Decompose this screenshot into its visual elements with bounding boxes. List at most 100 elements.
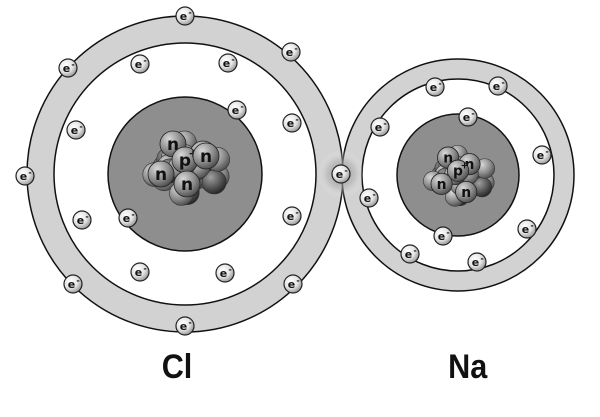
electron-ball <box>282 113 302 133</box>
electron-symbol: e <box>438 230 445 243</box>
electron-cl: e- <box>218 53 238 73</box>
electron-symbol: e <box>288 278 295 291</box>
electron-cl: e- <box>130 262 150 282</box>
electron-ball <box>467 252 487 272</box>
neutron-label: n <box>155 165 167 185</box>
electron-charge: - <box>295 115 298 124</box>
nucleon-labeled <box>147 160 175 188</box>
electron-ball <box>218 53 238 73</box>
electron-charge: - <box>383 119 386 128</box>
electron-ball <box>175 6 195 26</box>
electron-symbol: e <box>223 57 230 70</box>
electron-cl: e- <box>282 206 302 226</box>
electron-ball <box>215 263 235 283</box>
electron-charge: - <box>530 221 533 230</box>
electron-symbol: e <box>232 104 239 117</box>
electron-ball <box>15 166 35 186</box>
electron-ball <box>283 274 303 294</box>
electron-cl: e- <box>66 120 86 140</box>
electron-symbol: e <box>135 266 142 279</box>
electron-cl: e- <box>281 42 301 62</box>
electron-symbol: e <box>77 214 84 227</box>
neutron-label: n <box>200 147 212 167</box>
electron-na: e- <box>488 76 508 96</box>
nucleon-labeled <box>430 172 453 195</box>
cl-nucleus: nnp+nnn <box>142 130 231 206</box>
electron-symbol: e <box>405 248 412 261</box>
electron-cl: e- <box>15 166 35 186</box>
electron-symbol: e <box>220 267 227 280</box>
electron-charge: - <box>240 102 243 111</box>
electron-ball <box>130 262 150 282</box>
electron-na: e- <box>517 219 537 239</box>
electron-na: e- <box>532 145 552 165</box>
nucleon-labeled <box>455 180 478 204</box>
electron-na: e- <box>400 244 420 264</box>
electron-symbol: e <box>123 212 130 225</box>
electron-charge: - <box>143 264 146 273</box>
electron-symbol: e <box>336 168 343 181</box>
electron-cl: e- <box>282 113 302 133</box>
proton-charge: + <box>461 161 469 171</box>
electron-cl: e- <box>175 6 195 26</box>
electron-symbol: e <box>375 121 382 134</box>
electron-symbol: e <box>287 117 294 130</box>
electron-ball <box>458 107 478 127</box>
electron-ball <box>72 210 92 230</box>
electron-na: e- <box>359 188 379 208</box>
electron-charge: - <box>231 55 234 64</box>
electron-ball <box>370 117 390 137</box>
electron-ball <box>425 77 445 97</box>
nucleon-labeled <box>173 170 201 198</box>
electron-symbol: e <box>68 278 75 291</box>
chlorine-atom: nnp+nnn <box>26 15 344 333</box>
electron-na: e- <box>425 77 445 97</box>
electrons: e-e-e-e-e-e-e-e-e-e-e-e-e-e-e-e-e-e-e-e-… <box>15 6 552 336</box>
electron-ball <box>58 58 78 78</box>
neutron-label: n <box>181 175 193 195</box>
electron-cl: e- <box>175 316 195 336</box>
electron-symbol: e <box>522 223 529 236</box>
electron-shared: e- <box>331 164 351 184</box>
electron-ball <box>359 188 379 208</box>
electron-ball <box>227 100 247 120</box>
electron-cl: e- <box>215 263 235 283</box>
electron-ball <box>175 316 195 336</box>
neutron-label: n <box>465 157 475 173</box>
neutron-label: n <box>461 185 471 201</box>
electron-charge: - <box>413 246 416 255</box>
electron-charge: - <box>76 276 79 285</box>
electron-symbol: e <box>430 81 437 94</box>
electron-charge: - <box>438 79 441 88</box>
electron-charge: - <box>295 208 298 217</box>
electron-charge: - <box>446 228 449 237</box>
electron-charge: - <box>228 265 231 274</box>
electron-ball <box>532 145 552 165</box>
electron-charge: - <box>188 8 191 17</box>
electron-charge: - <box>480 254 483 263</box>
electron-symbol: e <box>287 210 294 223</box>
electron-cl: e- <box>72 210 92 230</box>
electron-ball <box>400 244 420 264</box>
electron-symbol: e <box>364 192 371 205</box>
electron-charge: - <box>188 318 191 327</box>
electron-ball <box>63 274 83 294</box>
electron-charge: - <box>79 122 82 131</box>
electron-charge: - <box>545 147 548 156</box>
electron-symbol: e <box>463 111 470 124</box>
electron-charge: - <box>85 212 88 221</box>
electron-symbol: e <box>537 149 544 162</box>
electron-na: e- <box>467 252 487 272</box>
neutron-label: n <box>167 135 179 155</box>
neutron-label: n <box>437 177 447 193</box>
electron-charge: - <box>71 60 74 69</box>
electron-symbol: e <box>180 10 187 23</box>
electron-symbol: e <box>63 62 70 75</box>
electron-cl: e- <box>227 100 247 120</box>
electron-symbol: e <box>20 170 27 183</box>
electron-charge: - <box>344 166 347 175</box>
electron-symbol: e <box>286 46 293 59</box>
electron-charge: - <box>143 56 146 65</box>
electron-cl: e- <box>130 54 150 74</box>
